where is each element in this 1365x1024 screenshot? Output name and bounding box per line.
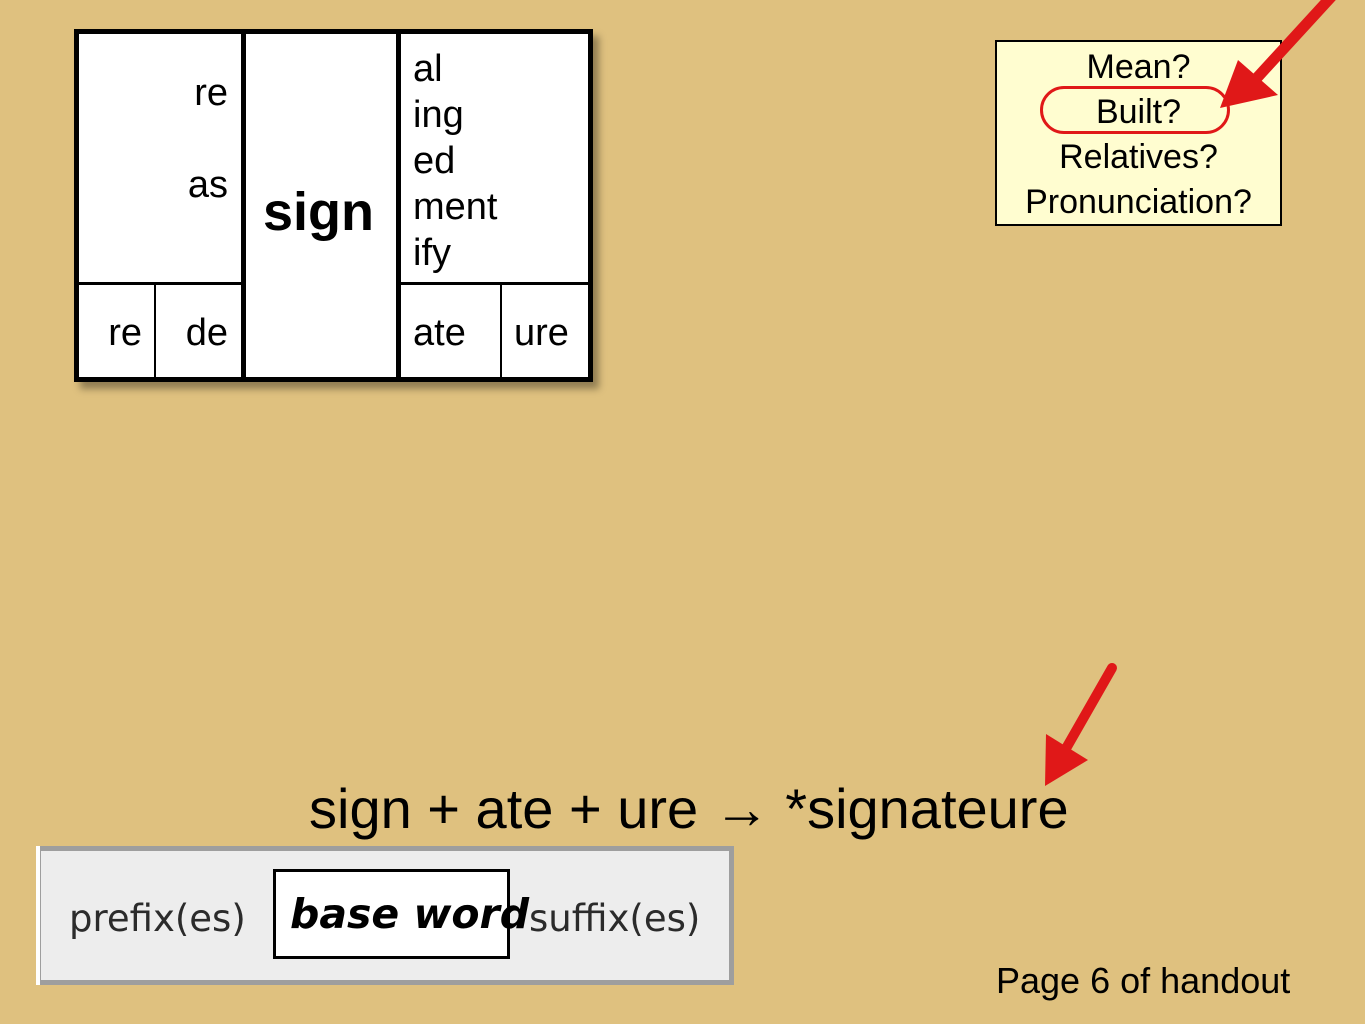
question-mean: Mean? [1086,48,1191,86]
suffix-ed: ed [413,140,456,182]
suffix-ate: ate [413,312,466,354]
question-built: Built? [1095,93,1182,131]
suffix-divider [396,282,593,285]
matrix-legend: prefix(es) base word suffix(es) [36,846,734,985]
word-matrix: re as re de sign al ing ed ment ify ate … [74,29,593,382]
suffix-ment: ment [413,186,498,228]
legend-prefix: prefix(es) [69,897,246,940]
highlight-ring [1040,86,1230,134]
page-note: Page 6 of handout [996,960,1291,1001]
prefix-as: as [187,164,228,206]
prefix-re-lower: re [108,312,142,354]
base-column [241,29,401,382]
suffix-ing: ing [413,94,464,136]
suffix-ify: ify [413,232,451,274]
legend-base-box: base word [273,869,529,959]
arrow-pointer-icon [1045,663,1117,786]
suffix-al: al [413,48,443,90]
base-word: sign [263,182,375,242]
prefix-de: de [185,312,228,354]
equation-text: sign + ate + ure → *signateure [309,777,1069,840]
suffix-column [396,29,593,382]
arrow-pointer-icon [1220,0,1336,108]
question-box: Mean? Built? Relatives? Pronunciation? [995,40,1282,226]
question-pronunciation: Pronunciation? [1025,183,1252,221]
suffix-ure: ure [514,312,569,354]
legend-suffix: suffix(es) [529,897,701,940]
suffix-cell-divider [500,284,502,379]
prefix-re: re [194,72,228,114]
prefix-cell-divider [154,284,156,379]
legend-edge [36,846,40,985]
prefix-divider [74,282,248,285]
legend-base: base word [290,890,530,938]
prefix-column [74,29,248,382]
question-relatives: Relatives? [1059,138,1218,176]
